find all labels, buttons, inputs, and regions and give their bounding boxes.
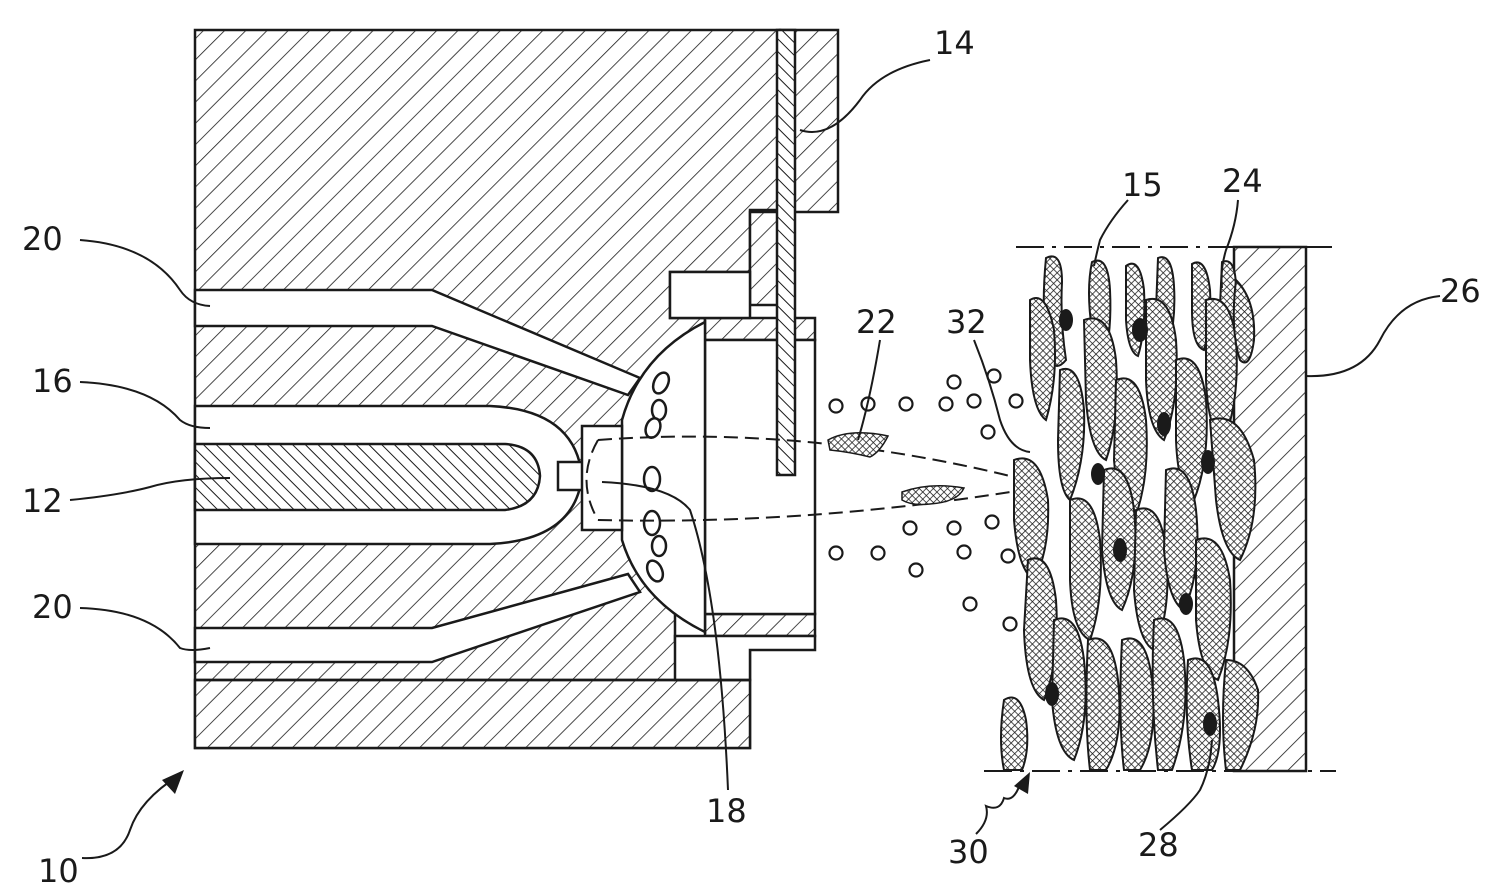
- nozzle-cap-bottom: [705, 614, 815, 636]
- particle-upper: [828, 433, 888, 457]
- label-15: 15: [1122, 166, 1163, 204]
- label-32: 32: [946, 303, 987, 341]
- leader-16: [80, 382, 210, 428]
- arrow-10: [162, 770, 184, 794]
- label-28: 28: [1138, 826, 1179, 864]
- nozzle-cap-top: [705, 318, 815, 340]
- leader-30: [976, 784, 1020, 834]
- label-22: 22: [856, 303, 897, 341]
- label-12: 12: [22, 482, 63, 520]
- label-18: 18: [706, 792, 747, 830]
- needle: [195, 444, 540, 510]
- label-26: 26: [1440, 272, 1481, 310]
- label-14: 14: [934, 24, 975, 62]
- label-16: 16: [32, 362, 73, 400]
- label-24: 24: [1222, 162, 1263, 200]
- recess-bottom: [675, 636, 815, 680]
- label-20-bottom: 20: [32, 588, 73, 626]
- arrowheads: [162, 770, 1030, 794]
- leader-22: [858, 340, 880, 440]
- label-30: 30: [948, 833, 989, 871]
- recess-top: [670, 272, 750, 318]
- leader-26: [1306, 296, 1440, 376]
- leader-20-top: [80, 240, 210, 306]
- needle-tip: [558, 462, 584, 490]
- leader-15: [1094, 200, 1128, 266]
- label-10: 10: [38, 852, 79, 890]
- particle-lower: [902, 486, 964, 505]
- nozzle-orifice: [582, 426, 622, 530]
- coating-particles: [828, 433, 964, 505]
- label-20-top: 20: [22, 220, 63, 258]
- coating-layer: [1001, 256, 1258, 770]
- gun-base-plate: [195, 680, 750, 748]
- nozzle-front: [705, 340, 815, 614]
- leader-20-bottom: [80, 608, 210, 650]
- electrode: [777, 30, 795, 475]
- leader-10: [82, 776, 178, 858]
